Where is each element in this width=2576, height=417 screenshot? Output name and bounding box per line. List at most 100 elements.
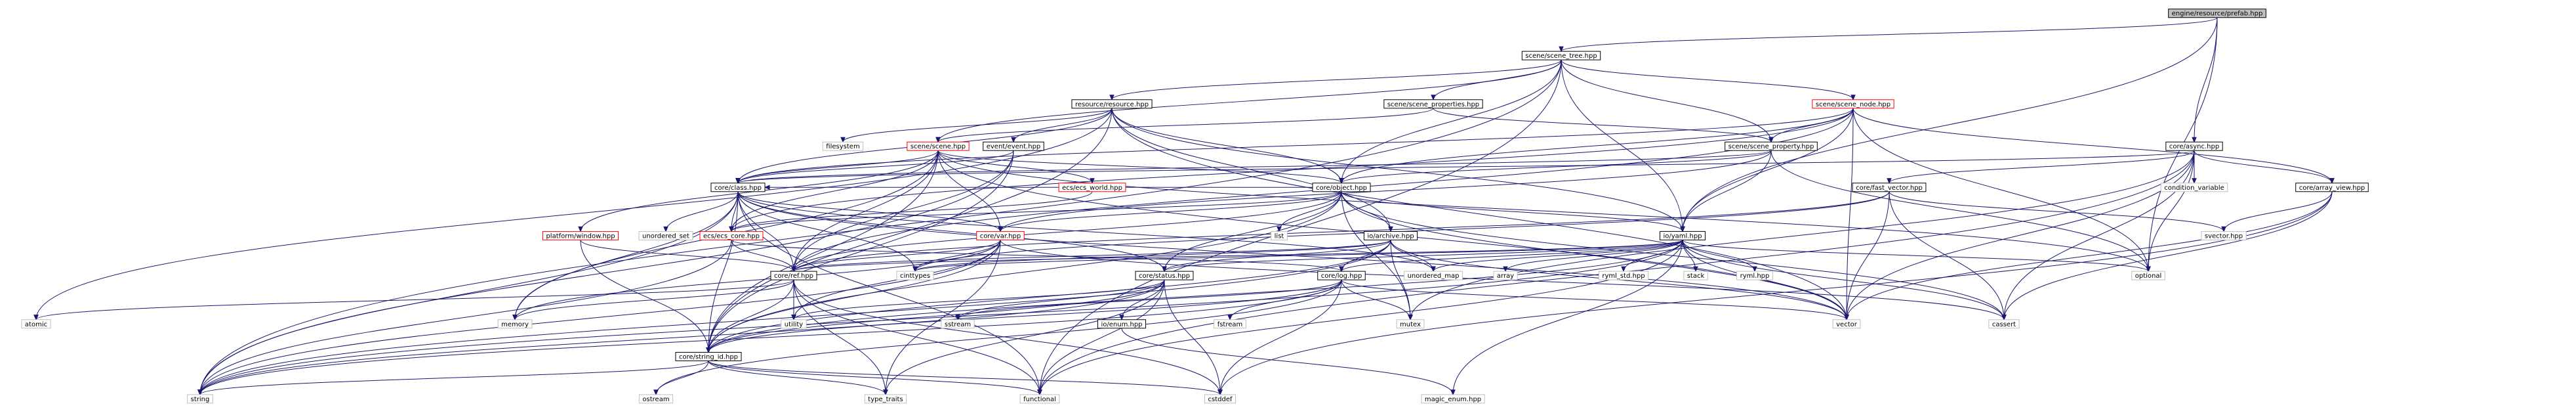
edge-arrowhead (1011, 137, 1016, 143)
node-core-status[interactable]: core/status.hpp (1135, 271, 1194, 280)
edge-core-status-to-type-traits (885, 280, 1165, 395)
node-label: core/ref.hpp (774, 273, 813, 280)
edge-core-object-to-io-yaml (1341, 191, 1683, 232)
edge-io-yaml-to-core-log (1341, 239, 1683, 272)
edge-scene-property-to-core-class (737, 150, 1772, 184)
node-label: core/log.hpp (1321, 273, 1362, 280)
node-condition-variable: condition_variable (2160, 183, 2228, 192)
edge-core-ref-to-memory (514, 279, 794, 320)
node-platform-window[interactable]: platform/window.hpp (542, 230, 619, 240)
node-label: mutex (1400, 321, 1421, 328)
node-prefab[interactable]: engine/resource/prefab.hpp (2168, 9, 2266, 18)
node-box (1832, 319, 1861, 329)
edge-arrowhead (1559, 46, 1564, 53)
node-scene-node[interactable]: scene/scene_node.hpp (1812, 99, 1894, 109)
edge-io-yaml-to-core-ref (793, 239, 1683, 272)
edge-arrowhead (998, 226, 1003, 232)
edge-core-status-to-sstream (957, 280, 1165, 320)
node-label: platform/window.hpp (546, 232, 615, 240)
edge-arrowhead (1090, 178, 1095, 185)
node-label: filesystem (826, 143, 859, 150)
node-sstream: sstream (941, 319, 975, 329)
node-box (896, 271, 934, 280)
edge-arrowhead (1227, 315, 1233, 321)
edge-core-object-to-mutex (1341, 191, 1411, 320)
node-box (2201, 230, 2247, 240)
edge-core-status-to-functional (1039, 280, 1165, 395)
node-core-fast-vector[interactable]: core/fast_vector.hpp (1852, 183, 1927, 192)
edge-arrowhead (663, 226, 668, 232)
node-label: ryml_std.hpp (1602, 273, 1645, 280)
edge-arrowhead (1109, 95, 1114, 101)
edge-arrowhead (1408, 315, 1413, 321)
edge-resource-to-event (1013, 108, 1113, 143)
edge-resource-to-filesystem (842, 108, 1113, 143)
edge-arrowhead (2329, 178, 2335, 185)
node-event[interactable]: event/event.hpp (983, 141, 1044, 151)
edge-arrowhead (2001, 315, 2007, 321)
edge-scene-node-to-core-class (737, 108, 1854, 183)
edge-scene-node-to-io-yaml (1682, 108, 1854, 232)
edge-io-yaml-to-array (1505, 240, 1683, 272)
node-resource[interactable]: resource/resource.hpp (1071, 99, 1153, 109)
node-scene-properties[interactable]: scene/scene_properties.hpp (1383, 99, 1483, 109)
node-scene-property[interactable]: scene/scene_property.hpp (1725, 141, 1818, 151)
node-io-enum[interactable]: io/enum.hpp (1097, 319, 1147, 329)
node-core-object[interactable]: core/object.hpp (1312, 183, 1371, 192)
node-unordered-map: unordered_map (1404, 271, 1463, 280)
node-core-class[interactable]: core/class.hpp (710, 183, 766, 192)
node-core-array-view[interactable]: core/array_view.hpp (2295, 183, 2369, 192)
edge-core-class-to-string (199, 191, 739, 395)
node-box (1404, 271, 1463, 280)
node-box (1363, 230, 1418, 240)
node-io-archive[interactable]: io/archive.hpp (1363, 230, 1418, 240)
edge-io-yaml-to-optional (1682, 239, 2149, 272)
node-vector: vector (1832, 319, 1861, 329)
node-box (1071, 99, 1153, 109)
edge-arrowhead (1680, 226, 1685, 232)
edge-arrowhead (578, 226, 583, 232)
edge-scene-property-to-core-var (1000, 150, 1772, 232)
node-box (976, 230, 1025, 240)
edge-core-array-view-to-cstddef (1219, 191, 2333, 395)
edge-core-class-to-unordered-map (737, 191, 1434, 272)
edge-arrowhead (1431, 266, 1436, 273)
node-label: core/string_id.hpp (679, 353, 738, 361)
edge-scene-tree-to-string (199, 60, 1562, 395)
node-svector: svector.hpp (2201, 230, 2247, 240)
edge-arrowhead (1431, 95, 1436, 101)
node-ecs-world[interactable]: ecs/ecs_world.hpp (1058, 183, 1126, 192)
edge-core-object-to-core-status (1164, 191, 1342, 272)
edge-core-log-to-ostream (655, 280, 1342, 395)
edge-core-async-to-core-array-view (2194, 150, 2333, 183)
node-ecs-core[interactable]: ecs/ecs_core.hpp (699, 230, 764, 240)
node-scene[interactable]: scene/scene.hpp (907, 141, 970, 151)
edge-io-archive-to-core-ref (793, 239, 1391, 272)
node-core-async[interactable]: core/async.hpp (2165, 141, 2223, 151)
edge-core-ref-to-atomic (35, 279, 794, 320)
node-core-var[interactable]: core/var.hpp (976, 230, 1025, 240)
node-box (1312, 183, 1371, 192)
node-core-ref[interactable]: core/ref.hpp (770, 271, 817, 280)
edge-core-class-to-cinttypes (737, 191, 916, 272)
edge-io-archive-to-core-string-id (708, 240, 1391, 353)
node-core-log[interactable]: core/log.hpp (1317, 271, 1366, 280)
node-io-yaml[interactable]: io/yaml.hpp (1659, 230, 1706, 240)
node-label: magic_enum.hpp (1425, 396, 1481, 403)
node-label: io/archive.hpp (1367, 232, 1414, 240)
node-label: io/enum.hpp (1101, 321, 1142, 328)
node-box (675, 351, 742, 361)
edge-scene-property-to-optional (1770, 150, 2149, 272)
edge-scene-tree-to-scene-property (1561, 60, 1772, 143)
node-core-string-id[interactable]: core/string_id.hpp (675, 351, 742, 361)
edge-core-log-to-sstream (957, 279, 1342, 320)
node-box (1214, 319, 1246, 329)
edge-core-async-to-core-fast-vector (1889, 150, 2195, 184)
node-label: core/async.hpp (2169, 143, 2219, 150)
node-label: cassert (1992, 321, 2016, 328)
edge-scene-node-to-optional (1852, 108, 2149, 272)
node-box (781, 319, 807, 329)
edge-scene-to-optional (937, 150, 2149, 272)
node-scene-tree[interactable]: scene/scene_tree.hpp (1521, 51, 1601, 60)
edge-arrowhead (2221, 226, 2226, 232)
